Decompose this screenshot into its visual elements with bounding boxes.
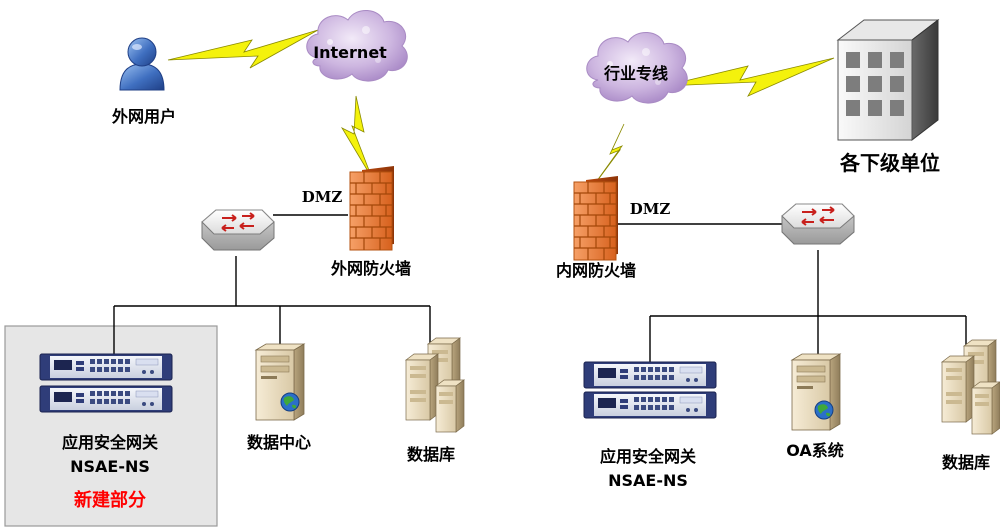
external-firewall-icon xyxy=(349,165,395,251)
right-gateway-label-line1: 应用安全网关 xyxy=(600,447,696,466)
left-gateway-label-line1: 应用安全网关 xyxy=(62,433,158,452)
right-database-label: 数据库 xyxy=(942,453,990,472)
right-gateway-device-icon xyxy=(583,361,717,389)
right-database-server-icon xyxy=(941,339,1000,435)
right-gateway-device-icon xyxy=(583,391,717,419)
lightning-bolt-icon xyxy=(340,95,373,179)
left-database-server-icon xyxy=(405,337,465,433)
external-user-icon xyxy=(119,37,165,91)
lightning-bolt-icon xyxy=(167,29,319,69)
building-icon xyxy=(836,18,940,142)
datacenter-label: 数据中心 xyxy=(247,433,311,452)
globe-icon xyxy=(814,400,834,420)
left-switch-icon xyxy=(201,209,275,251)
left-gateway-device-icon xyxy=(39,385,173,413)
right-switch-icon xyxy=(781,203,855,245)
lightning-bolt-icon xyxy=(663,57,835,97)
subordinate-units-label: 各下级单位 xyxy=(839,151,940,175)
internal-firewall-label: 内网防火墙 xyxy=(556,261,636,280)
right-network-links xyxy=(612,223,967,362)
internet-label: Internet xyxy=(313,43,387,62)
external-user-label: 外网用户 xyxy=(111,107,176,126)
left-gateway-label-line2: NSAE-NS xyxy=(70,457,150,476)
oa-system-label: OA系统 xyxy=(786,441,844,460)
right-gateway-label-line2: NSAE-NS xyxy=(608,471,688,490)
left-dmz-label: DMZ xyxy=(302,188,343,206)
right-dmz-label: DMZ xyxy=(630,200,671,218)
globe-icon xyxy=(280,392,300,412)
left-database-label: 数据库 xyxy=(407,445,455,464)
internal-firewall-icon xyxy=(573,175,619,261)
external-firewall-label: 外网防火墙 xyxy=(330,259,411,278)
left-gateway-device-icon xyxy=(39,353,173,381)
dedicated-line-label: 行业专线 xyxy=(603,64,668,83)
new-section-label: 新建部分 xyxy=(74,489,146,511)
oa-server-icon xyxy=(791,353,841,431)
